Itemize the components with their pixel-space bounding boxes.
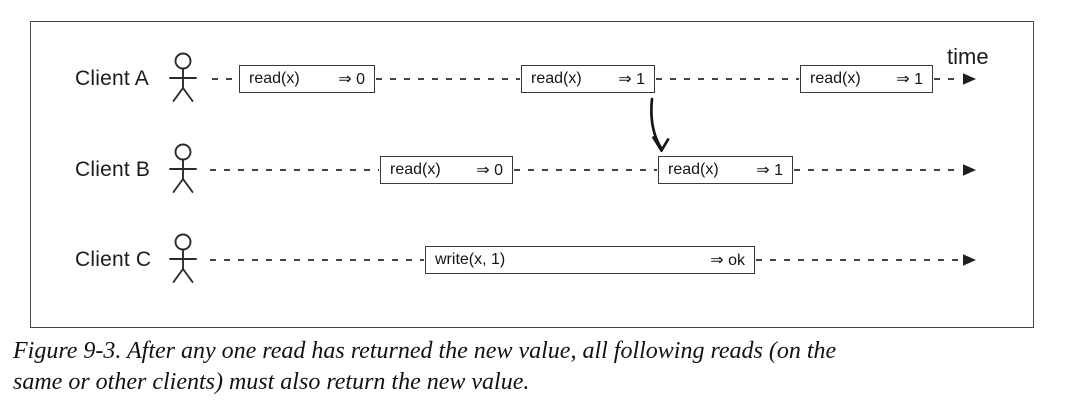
- figure-caption: Figure 9-3. After any one read has retur…: [13, 336, 1063, 398]
- op-call: read(x): [810, 70, 861, 87]
- op-box-write: write(x, 1) ⇒ ok: [425, 246, 755, 274]
- client-b-label: Client B: [75, 158, 151, 181]
- client-a-label: Client A: [75, 67, 149, 90]
- op-box-read: read(x) ⇒ 0: [239, 65, 375, 93]
- client-c-label: Client C: [75, 248, 152, 271]
- op-result: ⇒ 1: [618, 71, 645, 88]
- op-box-read: read(x) ⇒ 0: [380, 156, 513, 184]
- op-call: read(x): [390, 161, 441, 178]
- op-result: ⇒ 0: [338, 71, 365, 88]
- op-result: ⇒ ok: [710, 252, 745, 269]
- op-result: ⇒ 1: [756, 162, 783, 179]
- op-call: read(x): [531, 70, 582, 87]
- op-call: read(x): [668, 161, 719, 178]
- op-call: write(x, 1): [435, 251, 506, 268]
- time-axis-label: time: [947, 44, 989, 69]
- op-call: read(x): [249, 70, 300, 87]
- op-box-read: read(x) ⇒ 1: [800, 65, 933, 93]
- caption-line-1: Figure 9-3. After any one read has retur…: [13, 338, 837, 364]
- caption-line-2: same or other clients) must also return …: [13, 369, 530, 395]
- op-box-read: read(x) ⇒ 1: [658, 156, 793, 184]
- op-result: ⇒ 1: [896, 71, 923, 88]
- op-box-read: read(x) ⇒ 1: [521, 65, 655, 93]
- op-result: ⇒ 0: [476, 162, 503, 179]
